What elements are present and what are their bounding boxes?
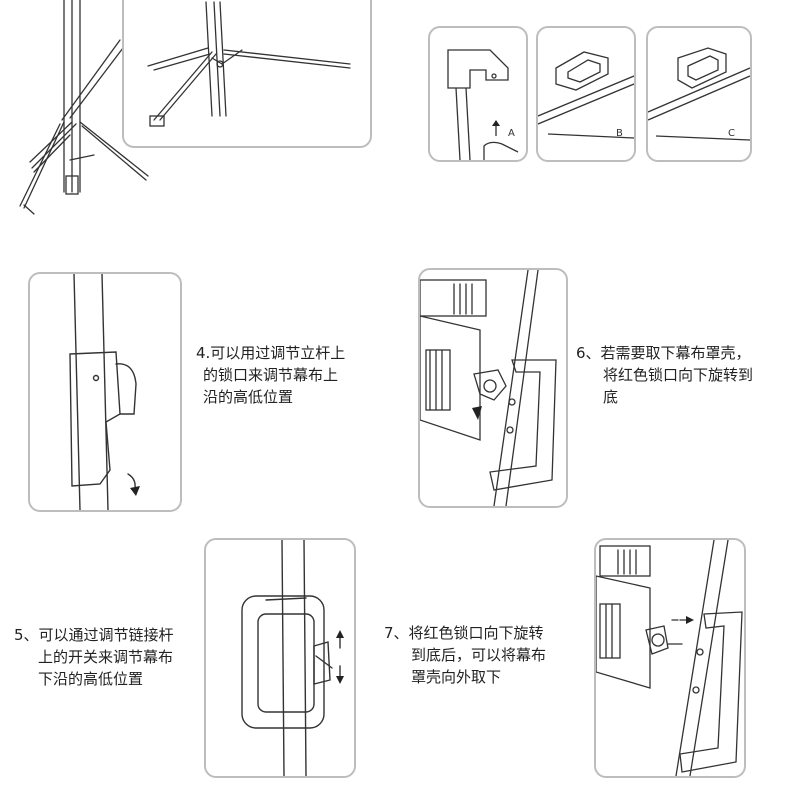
step-5-panel (204, 538, 356, 778)
tripod-detail-panel (122, 0, 372, 148)
rotate-arrow-icon (130, 486, 140, 496)
link-switch-drawing (241, 540, 344, 776)
detail-panel-c: C (646, 26, 752, 162)
arrow-down-icon (336, 676, 344, 684)
detail-label-c: C (728, 128, 735, 139)
step-7-caption: 7、将红色锁口向下旋转 到底后，可以将幕布 罩壳向外取下 (384, 622, 546, 688)
detail-label-a: A (508, 128, 515, 139)
step-7-line-1: 7、将红色锁口向下旋转 (384, 624, 544, 642)
step-4-line-1: 4.可以用过调节立杆上 (196, 344, 346, 362)
step-6-caption: 6、若需要取下幕布罩壳， 将红色锁口向下旋转到 底 (576, 342, 753, 408)
step-7-panel (594, 538, 746, 778)
arrow-up-icon (492, 120, 500, 126)
step-5-line-3: 下沿的高低位置 (38, 670, 144, 688)
detail-panel-a: A (428, 26, 528, 162)
step-7-line-3: 罩壳向外取下 (411, 668, 502, 686)
step-6-line-2: 将红色锁口向下旋转到 (603, 366, 754, 384)
clip-detail-a-drawing (447, 49, 519, 160)
step-5-caption: 5、可以通过调节链接杆 上的开关来调节幕布 下沿的高低位置 (14, 624, 174, 690)
detail-panel-b: B (536, 26, 636, 162)
tripod-illustration (19, 0, 149, 215)
housing-remove-drawing (596, 540, 743, 776)
rotate-arrow-icon (472, 406, 482, 420)
step-7-line-2: 到底后，可以将幕布 (411, 646, 547, 664)
clip-detail-b-drawing (538, 51, 634, 139)
step-6-line-3: 底 (603, 388, 619, 406)
pole-lock-drawing (69, 274, 140, 510)
step-4-caption: 4.可以用过调节立杆上 的锁口来调节幕布上 沿的高低位置 (196, 342, 345, 408)
step-6-panel (418, 268, 568, 508)
step-4-line-2: 的锁口来调节幕布上 (203, 366, 339, 384)
step-4-line-3: 沿的高低位置 (203, 388, 294, 406)
step-5-line-2: 上的开关来调节幕布 (38, 648, 174, 666)
step-4-panel (28, 272, 182, 512)
arrow-right-icon (686, 616, 694, 624)
housing-lock-drawing (420, 270, 557, 506)
detail-label-b: B (616, 128, 623, 139)
tripod-detail-drawing (147, 1, 351, 127)
arrow-up-icon (336, 630, 344, 638)
clip-detail-c-drawing (648, 47, 750, 141)
step-6-line-1: 6、若需要取下幕布罩壳， (576, 344, 751, 362)
step-5-line-1: 5、可以通过调节链接杆 (14, 626, 174, 644)
